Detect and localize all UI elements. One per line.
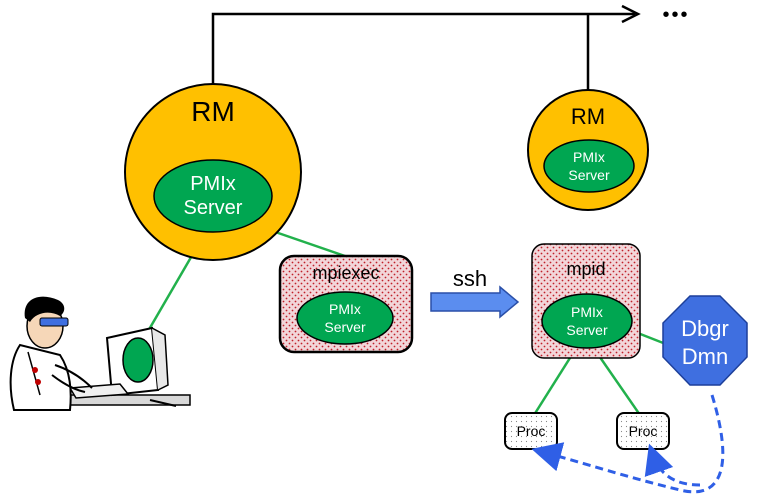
debugger-attach-arrows [531,394,725,494]
rm-remote-server-line2: Server [568,167,610,183]
mpid-box: mpid PMIx Server [531,243,641,359]
proc-2-label: Proc [629,423,658,439]
rm-main: RM PMIx Server [124,83,302,261]
mpid-pmix-server [541,293,633,349]
ssh-label: ssh [453,266,487,291]
debugger-line1: Dbgr [681,316,729,341]
rm-remote-label: RM [571,104,605,129]
mpiexec-server-line1: PMIx [329,301,361,317]
rm-main-label: RM [191,96,235,127]
proc-2: Proc [616,412,670,450]
debugger-daemon: Dbgr Dmn [662,295,748,386]
proc-1-label: Proc [517,423,546,439]
user-at-computer-icon [9,296,191,411]
rm-main-pmix-server [153,159,273,233]
right-arrow-icon [430,285,520,319]
mpiexec-box: mpiexec PMIx Server [278,254,414,354]
mpiexec-pmix-server [296,291,394,345]
mpiexec-server-line2: Server [324,319,366,335]
rm-main-server-line2: Server [184,197,243,219]
ellipsis: ••• [662,4,689,26]
rm-remote: RM PMIx Server [527,89,649,211]
rm-main-server-line1: PMIx [190,173,236,195]
mpid-server-line1: PMIx [571,304,603,320]
interconnect-line [211,4,641,106]
proc-1: Proc [504,412,558,450]
mpiexec-label: mpiexec [312,263,379,283]
mpid-label: mpid [566,259,605,279]
rm-remote-pmix-server [543,139,635,193]
debugger-line2: Dmn [682,344,728,369]
rm-remote-server-line1: PMIx [573,149,605,165]
mpid-server-line2: Server [566,322,608,338]
